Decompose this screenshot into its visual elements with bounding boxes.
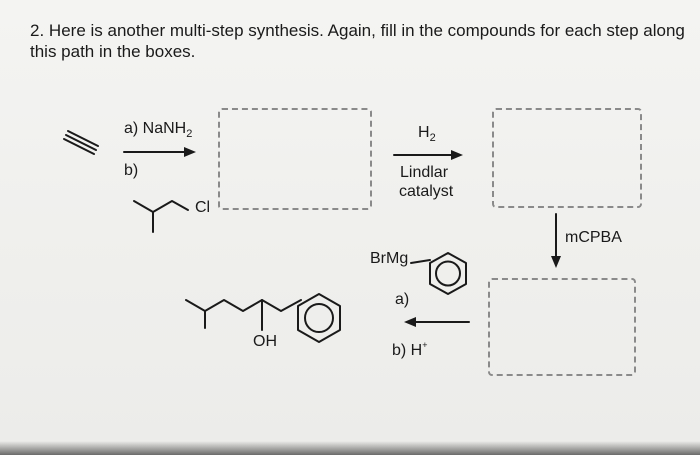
step2-hydrogen-subscript: 2 (429, 132, 436, 144)
step3-arrow (551, 213, 561, 268)
step1-chloride-label: Cl (195, 199, 211, 216)
isobutyl-chloride-structure (133, 200, 189, 233)
acetylene-triple-bond (63, 130, 99, 155)
product-hydroxyl-label: OH (253, 333, 277, 350)
step1-reagent-b: b) (124, 162, 139, 179)
step4-arrow (404, 317, 470, 327)
step2-arrow (393, 150, 463, 160)
question-body: Here is another multi-step synthesis. Ag… (30, 21, 685, 61)
step2-hydrogen-label: H2 (418, 124, 436, 144)
step4-reagent-a: a) (395, 291, 410, 308)
grignard-brmg-label: BrMg (370, 250, 409, 267)
answer-box-2[interactable] (492, 108, 642, 208)
answer-box-3[interactable] (488, 278, 636, 376)
final-alcohol-product-structure (185, 293, 341, 343)
step2-catalyst-line2: catalyst (399, 183, 454, 200)
step1-arrow (123, 147, 196, 157)
step4-reagent-b: b) H+ (392, 340, 428, 359)
answer-box-1[interactable] (218, 108, 372, 210)
step3-mcpba-label: mCPBA (565, 229, 622, 246)
step2-catalyst-line1: Lindlar (400, 164, 449, 181)
step1-reagent-a-subscript: 2 (186, 128, 193, 140)
question-number: 2. (30, 21, 45, 40)
step4-proton-superscript: + (422, 340, 428, 350)
phenylmagnesium-bromide-structure (410, 252, 467, 295)
step1-reagent-a: a) NaNH2 (124, 120, 193, 140)
question-text: 2. Here is another multi-step synthesis.… (30, 20, 690, 62)
page-bottom-shadow (0, 441, 700, 455)
